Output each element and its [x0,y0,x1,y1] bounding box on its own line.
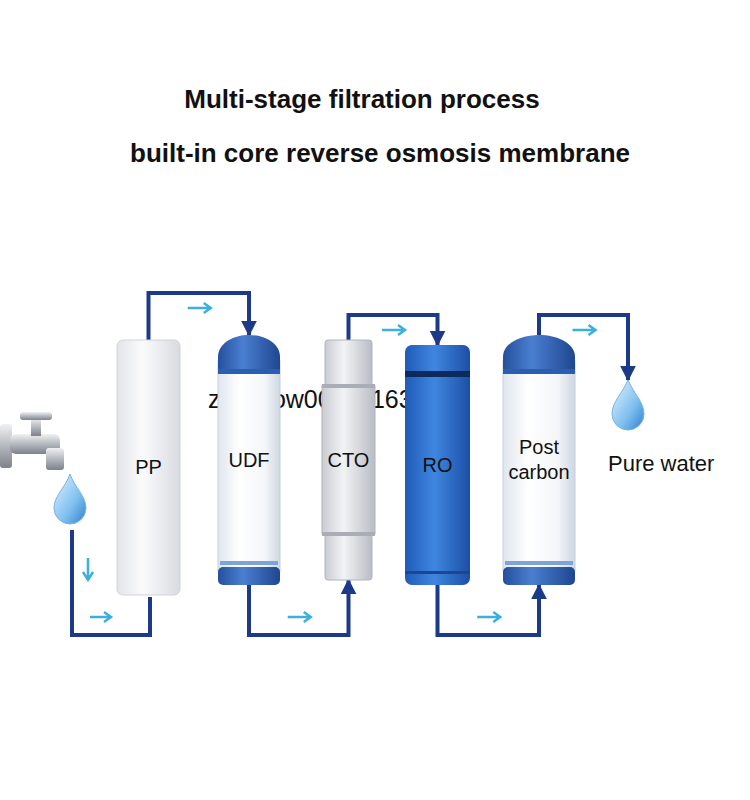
cartridge-shape [503,335,575,585]
stage-name: Post carbon [506,435,572,485]
filter-cartridge: PP [117,340,180,595]
water-drop: Pure water [596,380,746,482]
stage-name: RO [408,453,467,478]
filter-cartridge: Post carbon [503,335,575,585]
stage-name: CTO [325,448,372,473]
flow-pipe [249,580,349,635]
subtitle: built-in core reverse osmosis membrane [130,138,630,169]
diagram-title: Multi-stage filtration process [184,84,539,115]
filter-cartridge: CTO [322,340,375,580]
filter-cartridge: UDF [218,335,280,585]
stage-name: PP [120,455,177,480]
output-label: Pure water [608,450,714,478]
stage-name: UDF [221,448,277,473]
filter-cartridge: RO [405,345,470,585]
flow-pipe [438,585,540,635]
flow-pipe [149,293,250,340]
